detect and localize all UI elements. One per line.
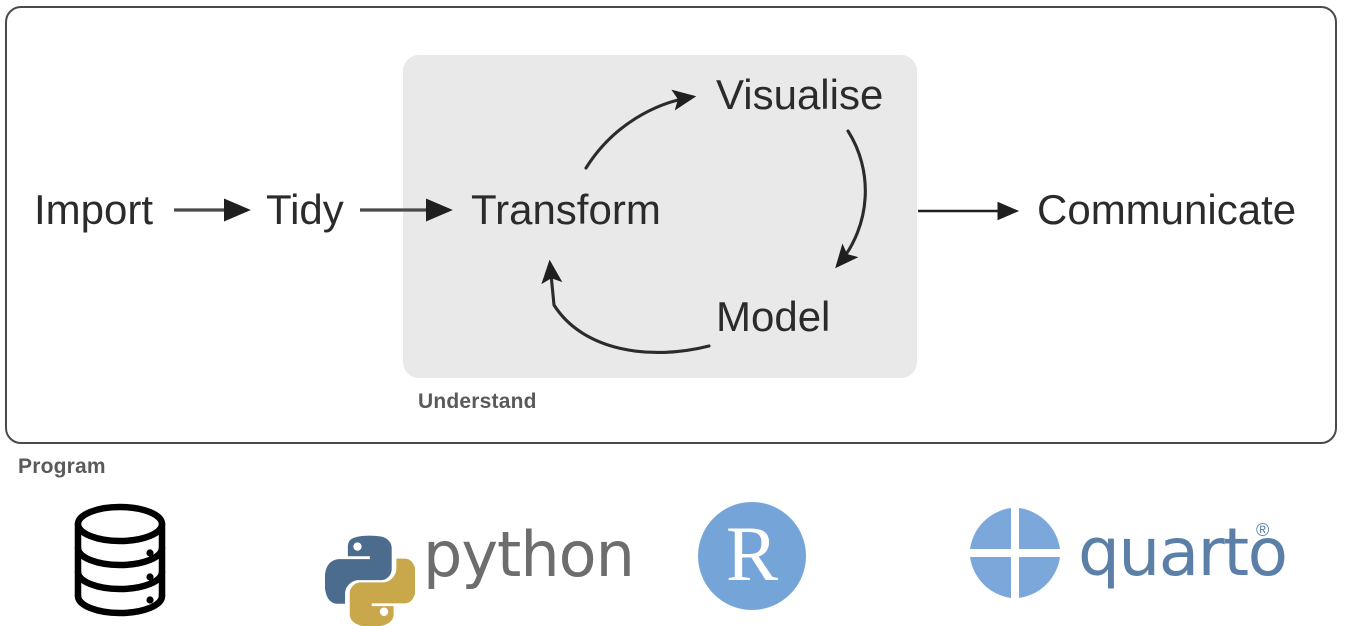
stage-label-communicate: Communicate	[1037, 186, 1297, 233]
stage-label-model: Model	[716, 293, 831, 340]
program-label: Program	[18, 455, 106, 478]
database-logo	[40, 492, 200, 626]
python-wordmark: python	[423, 518, 635, 591]
quarto-registered-mark: ®	[1256, 520, 1270, 540]
stage-label-import: Import	[34, 186, 154, 233]
r-logo: R	[690, 492, 825, 626]
program-frame	[5, 6, 1337, 444]
stage-label-visualise: Visualise	[716, 71, 884, 118]
database-icon	[74, 503, 166, 617]
python-snakes-icon	[325, 535, 415, 626]
tools-logo-row: python R quarto ®	[0, 492, 1346, 626]
python-logo: python	[325, 492, 635, 626]
svg-text:R: R	[726, 510, 778, 597]
understand-label: Understand	[418, 390, 537, 413]
stage-label-transform: Transform	[471, 186, 661, 233]
quarto-mark-icon	[970, 508, 1060, 598]
r-circle-icon: R	[698, 502, 806, 610]
quarto-logo: quarto ®	[960, 492, 1320, 626]
stage-label-tidy: Tidy	[266, 186, 344, 233]
quarto-wordmark: quarto	[1078, 514, 1288, 591]
